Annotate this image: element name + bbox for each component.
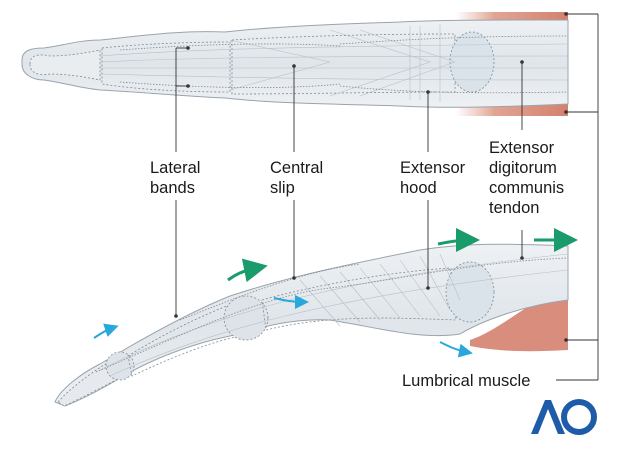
- label-central-slip-line1: Central: [270, 159, 324, 177]
- proximal-phalanx-top: [231, 33, 456, 95]
- label-extensor-hood-line2: hood: [400, 179, 437, 197]
- label-edc-line1: Extensor: [489, 139, 555, 157]
- lateral-tendon-fibres: [99, 253, 569, 377]
- leader-lines: [175, 13, 599, 381]
- label-extensor-hood: Extensor hood: [400, 158, 465, 198]
- label-extensor-hood-line1: Extensor: [400, 159, 466, 177]
- label-central-slip: Central slip: [270, 158, 323, 198]
- leader-dots: [174, 12, 568, 342]
- lateral-view-finger: [54, 228, 578, 407]
- pip-joint-side: [223, 295, 269, 341]
- label-central-slip-line2: slip: [270, 179, 295, 197]
- label-edc-line3: communis: [489, 179, 565, 197]
- distal-phalanx-top: [29, 49, 101, 81]
- label-lateral-bands-line1: Lateral: [150, 159, 201, 177]
- arrow-green-central: [227, 258, 268, 283]
- label-lateral-bands: Lateral bands: [150, 158, 200, 198]
- dorsal-tendon-fibres: [99, 24, 569, 102]
- metacarpal-head-top: [449, 31, 495, 93]
- mcp-joint-side: [445, 261, 495, 323]
- dorsal-view-finger: [21, 12, 569, 116]
- arrow-cyan-distal: [93, 323, 119, 339]
- ao-logo: [531, 399, 597, 435]
- dorsal-finger-outline: [21, 19, 569, 108]
- arrow-cyan-middle: [273, 294, 309, 309]
- label-edc-line2: digitorum: [489, 159, 557, 177]
- label-edc-line4: tendon: [489, 199, 540, 217]
- dip-joint-side: [105, 351, 135, 381]
- label-edc-tendon: Extensor digitorum communis tendon: [489, 138, 564, 218]
- label-lateral-bands-line2: bands: [150, 179, 195, 197]
- arrow-cyan-lumbrical: [439, 341, 473, 358]
- lateral-finger-outline: [54, 243, 569, 407]
- label-lumbrical-muscle: Lumbrical muscle: [402, 372, 531, 390]
- arrow-green-hood: [437, 228, 480, 253]
- middle-phalanx-top: [101, 41, 231, 93]
